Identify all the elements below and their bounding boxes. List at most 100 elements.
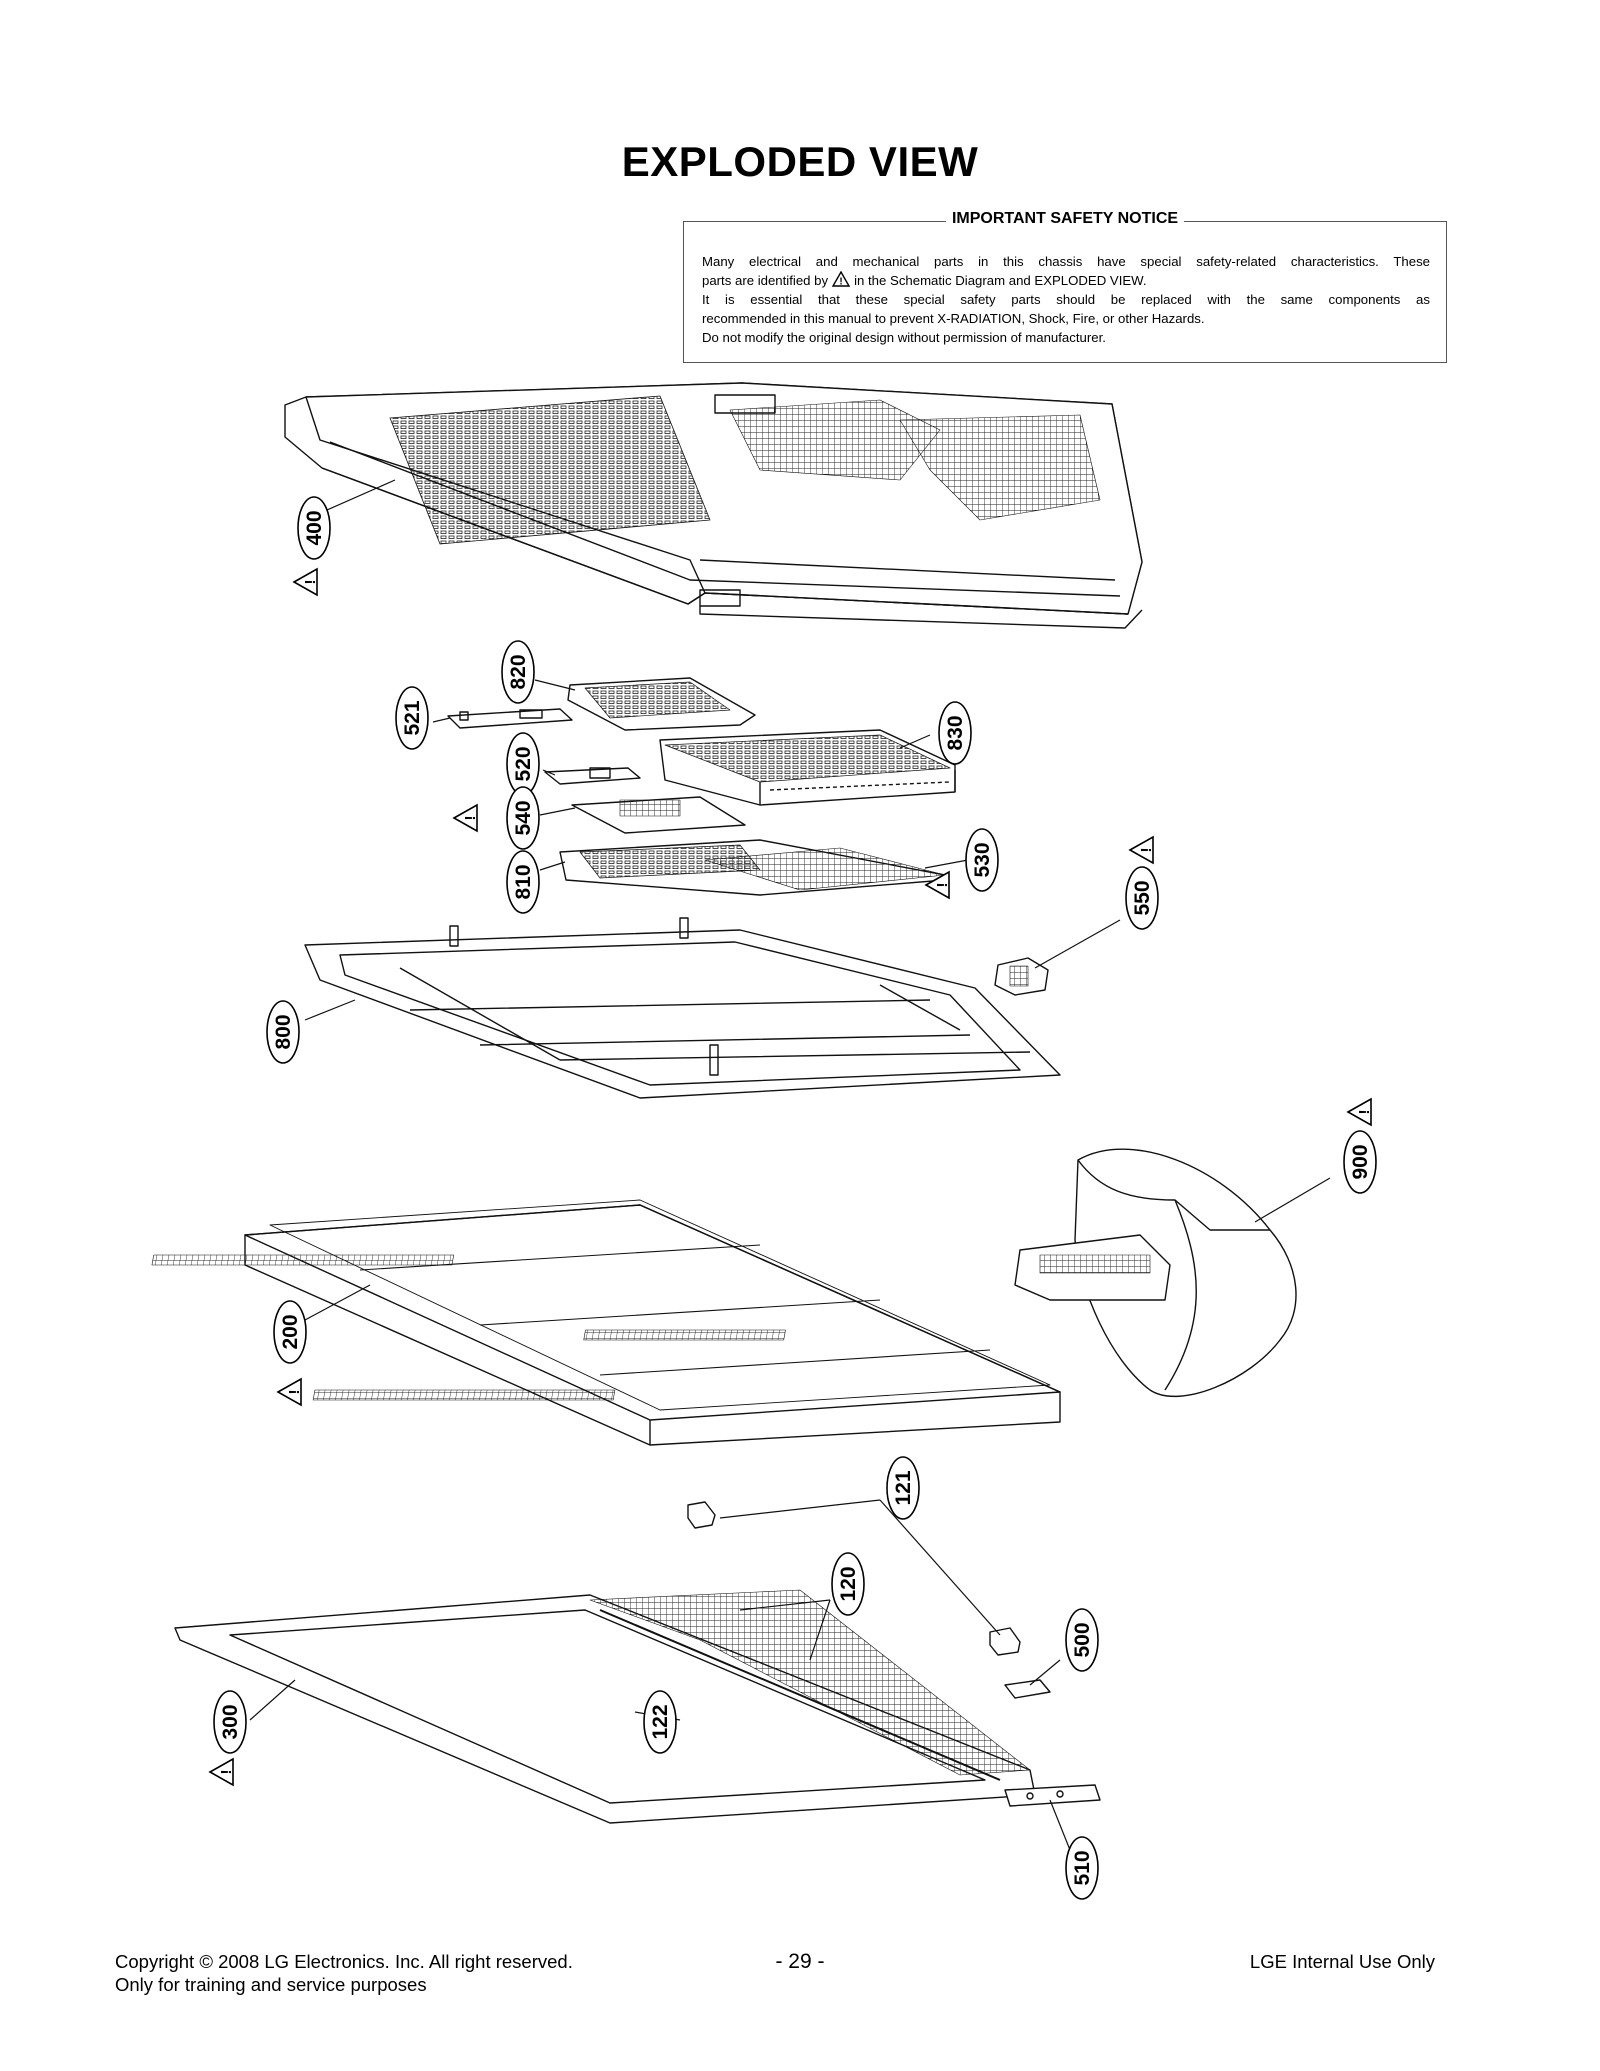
leader-lines — [249, 479, 1331, 1851]
board-500-drawing — [1004, 1679, 1051, 1699]
callout-ellipse — [506, 786, 540, 850]
part-number-label: 820 — [507, 654, 530, 689]
callout-ellipse — [1125, 866, 1159, 930]
copyright-line: Only for training and service purposes — [115, 1974, 427, 1995]
callout-ellipse — [1065, 1608, 1099, 1672]
part-number-label: 800 — [272, 1014, 295, 1049]
svg-text:!: ! — [302, 580, 319, 585]
warning-triangle-icon: ! — [276, 1377, 303, 1407]
safety-notice-title: IMPORTANT SAFETY NOTICE — [945, 210, 1185, 228]
warning-triangle-icon: ! — [924, 870, 951, 900]
svg-text:!: ! — [218, 1770, 235, 1775]
callout-ellipse — [273, 1300, 307, 1364]
svg-text:!: ! — [286, 1390, 303, 1395]
svg-text:!: ! — [934, 883, 951, 888]
board-520-drawing — [544, 767, 641, 785]
part-callout-540: 540! — [452, 786, 540, 850]
copyright-line: Copyright © 2008 LG Electronics. Inc. Al… — [115, 1951, 573, 1972]
internal-use-label: LGE Internal Use Only — [1249, 1951, 1435, 1972]
part-number-label: 550 — [1131, 880, 1154, 915]
part-number-label: 120 — [837, 1566, 860, 1601]
part-number-label: 521 — [401, 700, 424, 735]
part-callout-550: 550! — [1125, 835, 1159, 930]
notice-line: parts are identified by! in the Schematic… — [702, 271, 1430, 290]
board-810-drawing — [559, 839, 946, 896]
part-callout-200: 200! — [273, 1300, 307, 1407]
callout-ellipse — [501, 640, 535, 704]
svg-text:!: ! — [839, 277, 842, 288]
part-number-label: 200 — [279, 1314, 302, 1349]
part-number-label: 530 — [971, 842, 994, 877]
safety-notice-body: Many electrical and mechanical parts in … — [702, 252, 1430, 347]
callout-ellipse — [297, 496, 331, 560]
part-number-label: 540 — [512, 800, 535, 835]
part-number-label: 122 — [649, 1704, 672, 1739]
part-number-label: 121 — [892, 1470, 915, 1505]
callout-ellipse — [1343, 1130, 1377, 1194]
callout-ellipse — [938, 701, 972, 765]
callout-ellipse — [886, 1456, 920, 1520]
part-callout-510: 510 — [1065, 1836, 1099, 1900]
safety-notice-box: IMPORTANT SAFETY NOTICE Many electrical … — [683, 210, 1447, 363]
part-callout-800: 800 — [266, 1000, 300, 1064]
warning-triangle-icon: ! — [208, 1757, 235, 1787]
part-callout-120: 120 — [831, 1552, 865, 1616]
part-callout-830: 830 — [938, 701, 972, 765]
board-510-drawing — [1004, 1784, 1101, 1807]
bracket-521-drawing — [447, 708, 573, 729]
part-callout-810: 810 — [506, 850, 540, 914]
part-callout-300: 300! — [208, 1690, 247, 1787]
warning-triangle-icon: ! — [452, 803, 479, 833]
warning-triangle-icon: ! — [1346, 1097, 1373, 1127]
callout-ellipse — [395, 686, 429, 750]
part-callout-900: 900! — [1343, 1097, 1377, 1194]
notice-line: recommended in this manual to prevent X-… — [702, 311, 1205, 326]
panel-module-200-drawing — [151, 1199, 1061, 1446]
part-number-label: 900 — [1349, 1144, 1372, 1179]
svg-text:!: ! — [462, 816, 479, 821]
stand-900-drawing — [1014, 1148, 1297, 1398]
part-number-label: 300 — [219, 1704, 242, 1739]
part-number-label: 400 — [303, 510, 326, 545]
part-callout-122: 122 — [643, 1690, 677, 1754]
callout-ellipse — [1065, 1836, 1099, 1900]
notice-line-part: parts are identified by — [702, 273, 829, 288]
part-number-label: 510 — [1071, 1850, 1094, 1885]
warning-triangle-icon: ! — [1128, 835, 1155, 865]
part-callout-820: 820 — [501, 640, 535, 704]
part-callout-530: 530! — [924, 828, 999, 900]
part-callout-520: 520 — [506, 732, 540, 796]
part-callout-500: 500 — [1065, 1608, 1099, 1672]
part-number-label: 830 — [944, 715, 967, 750]
notice-line: It is essential that these special safet… — [702, 292, 1430, 307]
callout-ellipse — [965, 828, 999, 892]
warning-triangle-icon: ! — [832, 271, 851, 288]
callout-ellipse — [506, 850, 540, 914]
part-callout-400: 400! — [292, 496, 331, 597]
page-number: - 29 - — [775, 1950, 825, 1973]
part-callout-521: 521 — [395, 686, 429, 750]
footer-copyright: Copyright © 2008 LG Electronics. Inc. Al… — [115, 1950, 573, 1996]
callout-ellipse — [213, 1690, 247, 1754]
part-number-label: 810 — [512, 864, 535, 899]
part-callouts: 400!820521520830540!810530!550!800900!20… — [208, 496, 1377, 1900]
shield-830-drawing — [659, 729, 956, 806]
callout-ellipse — [643, 1690, 677, 1754]
part-number-label: 500 — [1071, 1622, 1094, 1657]
svg-text:!: ! — [1138, 848, 1155, 853]
notice-line-part: in the Schematic Diagram and EXPLODED VI… — [854, 273, 1147, 288]
back-cover-drawing — [284, 382, 1143, 629]
notice-line: Many electrical and mechanical parts in … — [702, 254, 1430, 269]
page-title: EXPLODED VIEW — [621, 138, 979, 185]
front-bezel-300-drawing — [174, 1589, 1036, 1824]
warning-triangle-icon: ! — [292, 567, 319, 597]
board-540-drawing — [571, 796, 746, 834]
bracket-121-drawing — [687, 1501, 1021, 1656]
part-callout-121: 121 — [886, 1456, 920, 1520]
svg-text:!: ! — [1356, 1110, 1373, 1115]
frame-800-drawing — [304, 917, 1061, 1099]
part-number-label: 520 — [512, 746, 535, 781]
callout-ellipse — [266, 1000, 300, 1064]
switch-550-drawing — [994, 957, 1049, 996]
